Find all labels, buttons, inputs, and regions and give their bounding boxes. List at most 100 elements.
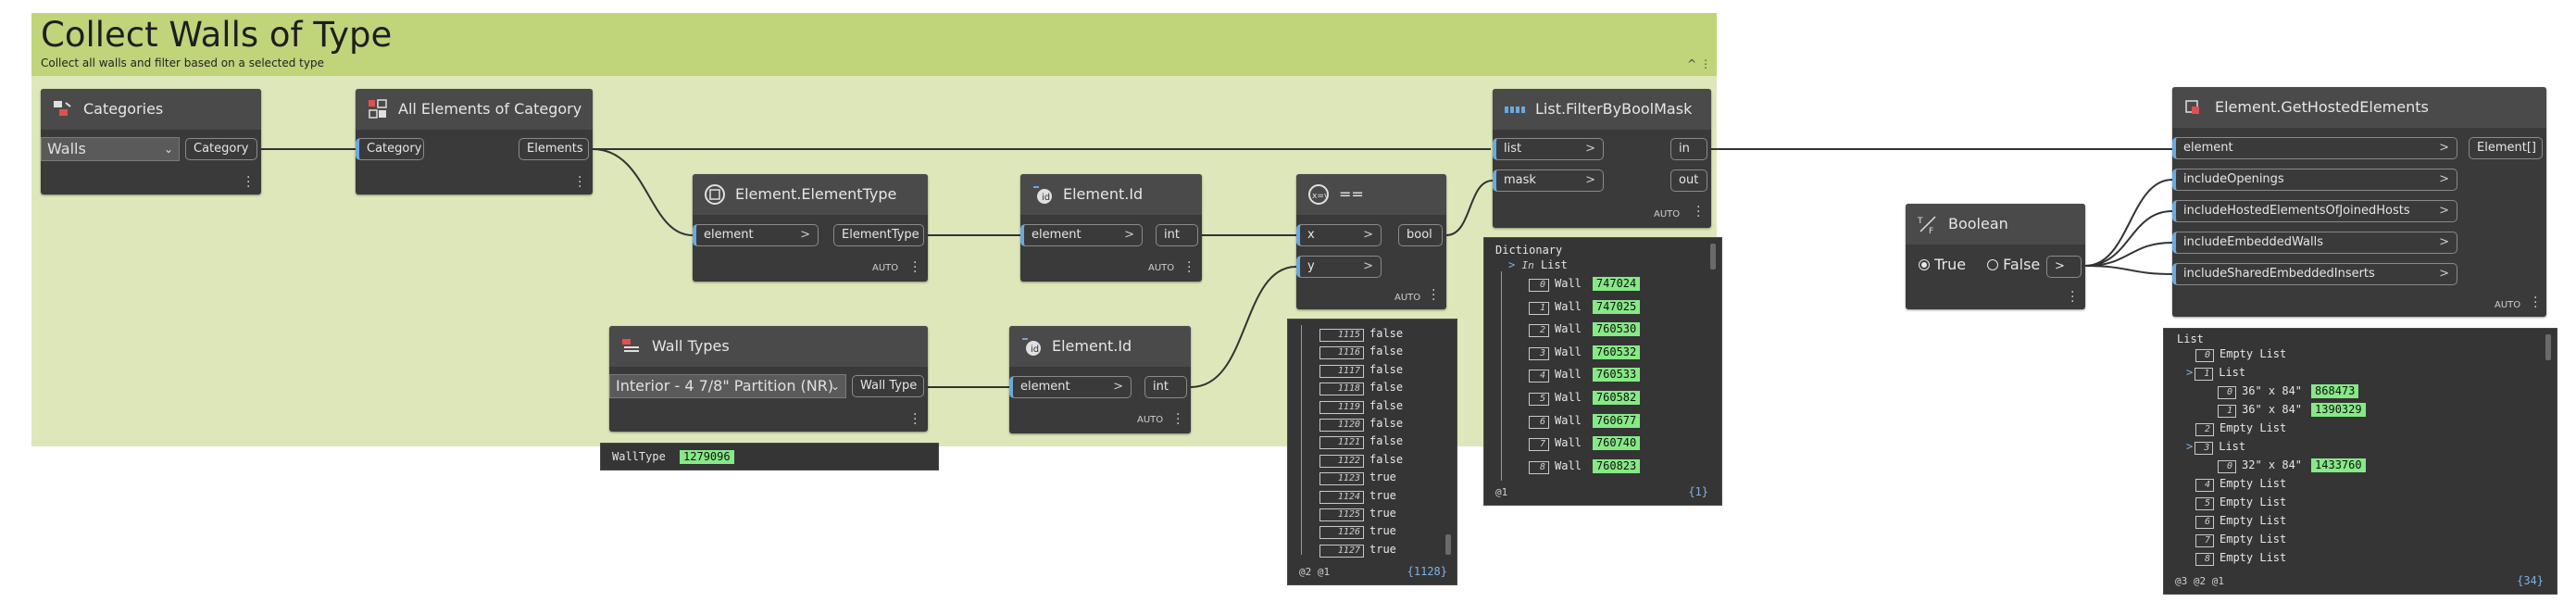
input-port-include-openings[interactable]: includeOpenings> bbox=[2172, 169, 2457, 191]
node-element-id-2[interactable]: id Element.Id element> int AUTO ··· bbox=[1009, 326, 1191, 433]
node-element-elementtype[interactable]: Element.ElementType element> ElementType… bbox=[693, 174, 928, 282]
node-element-gethostedelements[interactable]: Element.GetHostedElements element> inclu… bbox=[2172, 87, 2546, 317]
input-port-y[interactable]: y> bbox=[1296, 256, 1382, 278]
list-item-index: 1127 bbox=[1319, 544, 1364, 558]
output-port-int[interactable]: int bbox=[1156, 224, 1198, 246]
node-header[interactable]: id Element.Id bbox=[1020, 174, 1202, 215]
group-header[interactable]: Collect Walls of Type Collect all walls … bbox=[31, 13, 1717, 76]
output-port[interactable]: > bbox=[2046, 256, 2082, 278]
preview-levels[interactable]: @3 @2 @1 bbox=[2175, 575, 2224, 587]
preview-count: {1} bbox=[1688, 485, 1708, 498]
output-port-int[interactable]: int bbox=[1144, 376, 1187, 398]
node-menu-icon[interactable]: ··· bbox=[2533, 291, 2538, 315]
input-port-include-shared-inserts[interactable]: includeSharedEmbeddedInserts> bbox=[2172, 263, 2457, 285]
node-menu-icon[interactable]: ··· bbox=[578, 170, 582, 194]
group-collapse-button[interactable]: ^ ⋮ bbox=[1687, 57, 1711, 70]
lacing-label[interactable]: AUTO bbox=[1137, 415, 1164, 425]
input-port-include-embedded-walls[interactable]: includeEmbeddedWalls> bbox=[2172, 232, 2457, 254]
list-item-index: 7 bbox=[1529, 438, 1549, 452]
category-dropdown[interactable]: Walls ⌄ bbox=[41, 137, 180, 161]
input-port-element[interactable]: element> bbox=[2172, 137, 2457, 159]
input-port-include-hosted-joined[interactable]: includeHostedElementsOfJoinedHosts> bbox=[2172, 200, 2457, 222]
preview-scrollbar[interactable] bbox=[1710, 244, 1716, 270]
dictionary-key-row[interactable]: > In List bbox=[1508, 257, 1568, 273]
output-port-elements[interactable]: Elements bbox=[519, 138, 589, 160]
node-title: Element.Id bbox=[1063, 185, 1144, 203]
input-port-category[interactable]: Category bbox=[356, 138, 424, 160]
lacing-label[interactable]: AUTO bbox=[1148, 263, 1175, 273]
node-header[interactable]: All Elements of Category bbox=[356, 89, 593, 130]
node-header[interactable]: x=y == bbox=[1296, 174, 1446, 215]
dropdown-value: Walls bbox=[47, 140, 86, 157]
lacing-label[interactable]: AUTO bbox=[1394, 293, 1421, 303]
node-menu-icon[interactable]: ··· bbox=[1187, 256, 1192, 280]
node-header[interactable]: Wall Types bbox=[609, 326, 928, 367]
lacing-label[interactable]: AUTO bbox=[2495, 300, 2521, 310]
preview-title: List bbox=[2177, 332, 2204, 345]
lacing-label[interactable]: AUTO bbox=[872, 263, 899, 273]
preview-levels[interactable]: @2 @1 bbox=[1299, 566, 1331, 578]
list-item-text: 36" x 84" bbox=[2242, 403, 2303, 416]
chevron-right-icon: > bbox=[1113, 380, 1123, 394]
node-header[interactable]: Element.ElementType bbox=[693, 174, 928, 215]
input-port-mask[interactable]: mask> bbox=[1493, 169, 1604, 192]
preview-levels[interactable]: @1 bbox=[1495, 486, 1508, 498]
node-header[interactable]: Categories bbox=[41, 89, 261, 130]
preview-scrollbar[interactable] bbox=[1445, 534, 1451, 555]
preview-scrollbar[interactable] bbox=[2545, 334, 2551, 360]
port-label: x bbox=[1307, 228, 1315, 242]
node-categories[interactable]: Categories Walls ⌄ Category ··· bbox=[41, 89, 261, 194]
input-port-list[interactable]: list> bbox=[1493, 138, 1604, 160]
list-item-value: false bbox=[1369, 452, 1404, 466]
output-port-in[interactable]: in bbox=[1670, 138, 1707, 160]
node-equals[interactable]: x=y == x> y> bool AUTO ··· bbox=[1296, 174, 1446, 309]
input-port-element[interactable]: element> bbox=[1020, 224, 1143, 246]
node-wall-types[interactable]: Wall Types Interior - 4 7/8" Partition (… bbox=[609, 326, 928, 432]
radio-true[interactable]: True bbox=[1919, 256, 1966, 273]
node-menu-icon[interactable]: ··· bbox=[246, 170, 251, 194]
expand-icon: > bbox=[2186, 440, 2194, 453]
node-header[interactable]: List.FilterByBoolMask bbox=[1493, 89, 1711, 130]
wall-type-dropdown[interactable]: Interior - 4 7/8" Partition (NR) ⌄ bbox=[609, 374, 846, 398]
node-menu-icon[interactable]: ··· bbox=[1176, 408, 1181, 432]
input-port-element[interactable]: element> bbox=[693, 224, 819, 246]
node-title: All Elements of Category bbox=[398, 100, 582, 118]
input-port-element[interactable]: element> bbox=[1009, 376, 1132, 398]
node-header[interactable]: Element.GetHostedElements bbox=[2172, 87, 2546, 128]
output-port-elementtype[interactable]: ElementType bbox=[833, 224, 924, 246]
output-port-elements-array[interactable]: Element[] bbox=[2469, 137, 2543, 159]
node-list-filterbyboolmask[interactable]: List.FilterByBoolMask list> mask> in out… bbox=[1493, 89, 1711, 228]
radio-false[interactable]: False bbox=[1987, 256, 2040, 273]
input-port-x[interactable]: x> bbox=[1296, 224, 1382, 246]
node-menu-icon[interactable]: ··· bbox=[913, 408, 918, 432]
node-element-id[interactable]: id Element.Id element> int AUTO ··· bbox=[1020, 174, 1202, 282]
dictionary-key: In bbox=[1521, 259, 1534, 271]
list-item-text: Empty List bbox=[2220, 514, 2287, 527]
wire-boolean-to-embedded-walls bbox=[2084, 242, 2173, 267]
node-menu-icon[interactable]: ··· bbox=[2070, 285, 2075, 309]
node-header[interactable]: id Element.Id bbox=[1009, 326, 1191, 367]
node-menu-icon[interactable]: ··· bbox=[1696, 200, 1701, 224]
node-menu-icon[interactable]: ··· bbox=[1432, 283, 1436, 307]
output-port-bool[interactable]: bool bbox=[1398, 224, 1443, 246]
output-port-wall-type[interactable]: Wall Type bbox=[852, 375, 924, 397]
port-label: list bbox=[1504, 142, 1522, 156]
list-item-index: 1121 bbox=[1319, 436, 1364, 450]
node-all-elements-of-category[interactable]: All Elements of Category Category Elemen… bbox=[356, 89, 593, 194]
output-port-out[interactable]: out bbox=[1670, 169, 1707, 192]
preview-title: Dictionary bbox=[1495, 244, 1563, 257]
output-port-category[interactable]: Category bbox=[185, 138, 257, 160]
list-item-text: Empty List bbox=[2220, 533, 2287, 546]
node-menu-icon[interactable]: ··· bbox=[913, 256, 918, 280]
preview-count: {34} bbox=[2517, 574, 2544, 587]
node-title: Wall Types bbox=[652, 337, 730, 355]
lacing-label[interactable]: AUTO bbox=[1654, 209, 1681, 219]
